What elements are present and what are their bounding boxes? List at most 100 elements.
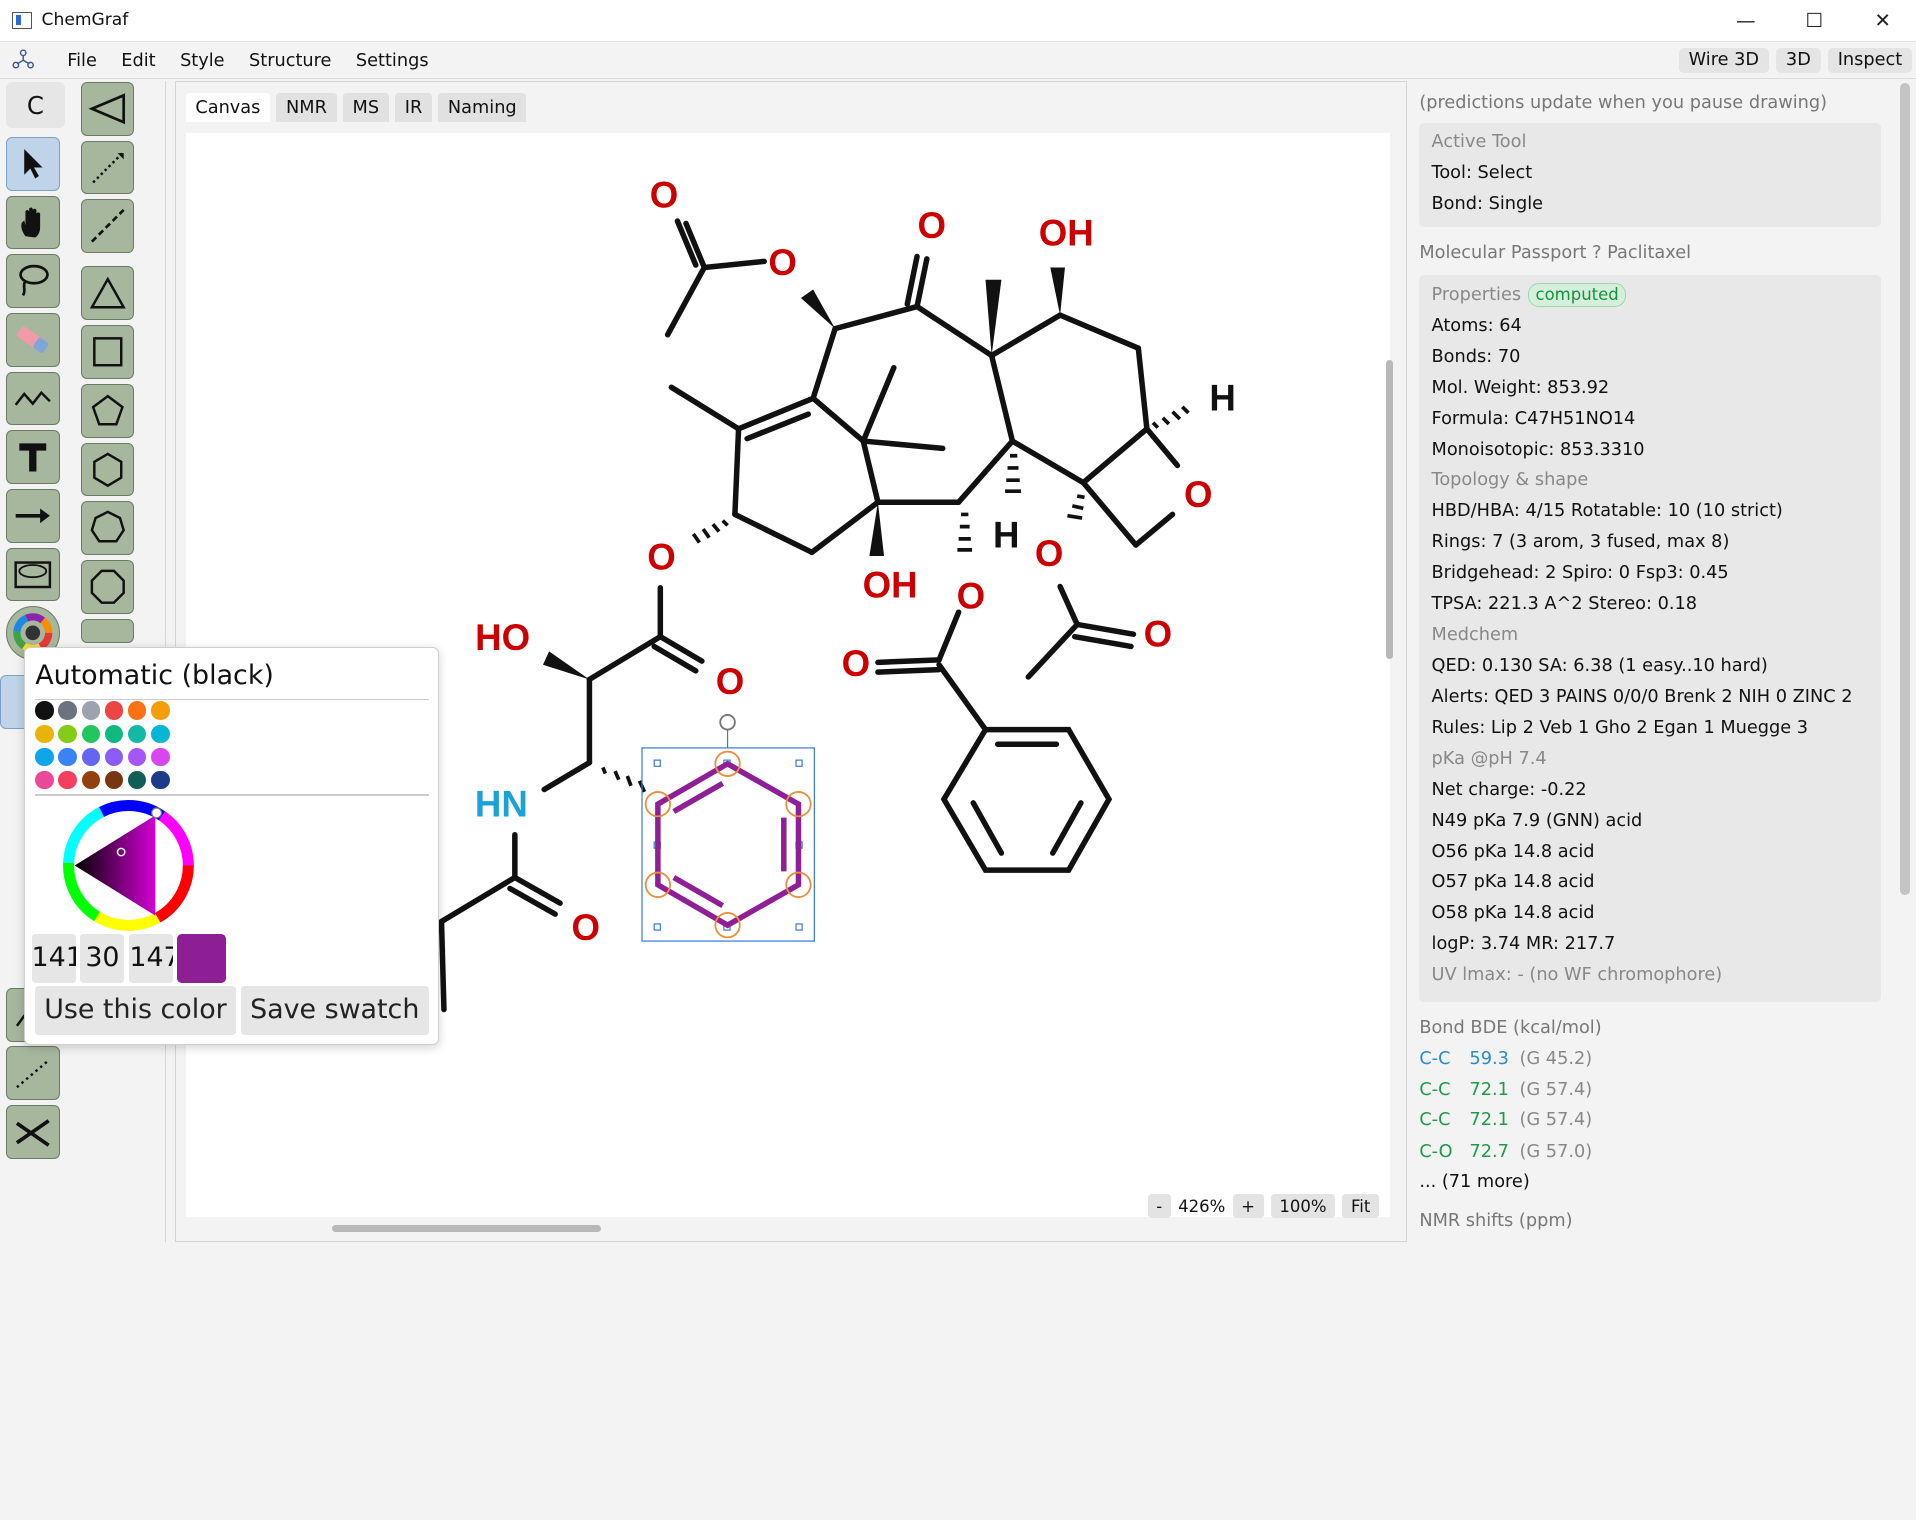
- tab-ms[interactable]: MS: [342, 92, 389, 123]
- use-color-button[interactable]: Use this color: [35, 986, 236, 1036]
- zoom-100-button[interactable]: 100%: [1270, 1194, 1336, 1219]
- color-swatch[interactable]: [128, 724, 147, 744]
- square-ring-button[interactable]: [80, 325, 135, 379]
- color-swatch[interactable]: [151, 701, 170, 720]
- text-tool-button[interactable]: [6, 430, 60, 485]
- color-swatch[interactable]: [81, 724, 100, 744]
- color-swatch[interactable]: [35, 747, 54, 767]
- menu-file[interactable]: File: [67, 50, 97, 71]
- element-selector-button[interactable]: C: [6, 81, 65, 129]
- panel-scrollbar[interactable]: [1899, 83, 1910, 895]
- color-swatch[interactable]: [81, 701, 100, 720]
- shape-tool-button[interactable]: [6, 547, 60, 602]
- color-swatch[interactable]: [35, 701, 54, 720]
- menu-style[interactable]: Style: [180, 50, 225, 71]
- color-swatch[interactable]: [81, 747, 100, 767]
- color-swatch[interactable]: [151, 747, 170, 767]
- menu-edit[interactable]: Edit: [121, 50, 156, 71]
- lasso-tool-button[interactable]: [6, 254, 60, 309]
- menu-structure[interactable]: Structure: [249, 50, 332, 71]
- scissors-tool-button[interactable]: [6, 1105, 60, 1159]
- color-tool-button[interactable]: [6, 606, 60, 661]
- color-swatch[interactable]: [128, 747, 147, 767]
- dotted-line-tool-button[interactable]: [6, 1046, 60, 1101]
- color-swatch[interactable]: [151, 724, 170, 744]
- atom-label-oh2[interactable]: OH: [862, 565, 917, 606]
- minimize-button[interactable]: —: [1735, 9, 1756, 33]
- atom-label-o-oxetane[interactable]: O: [1184, 474, 1213, 515]
- atom-label-o3[interactable]: O: [917, 205, 946, 246]
- save-swatch-button[interactable]: Save swatch: [240, 986, 429, 1036]
- atom-label-o9[interactable]: O: [715, 661, 744, 702]
- zoom-out-button[interactable]: -: [1147, 1194, 1171, 1219]
- close-button[interactable]: ✕: [1874, 9, 1891, 33]
- atom-label-o4[interactable]: O: [647, 536, 676, 577]
- atom-label-h2[interactable]: H: [993, 514, 1019, 555]
- more-rings-button[interactable]: [80, 618, 135, 643]
- color-swatch[interactable]: [35, 724, 54, 744]
- atom-label-o7[interactable]: O: [1143, 613, 1172, 654]
- arrow-tool-button[interactable]: [6, 488, 60, 543]
- triangle-ring-button[interactable]: [80, 266, 135, 321]
- tab-canvas[interactable]: Canvas: [185, 92, 271, 123]
- wedge-bond-button[interactable]: [80, 81, 135, 136]
- dashed-bond-button[interactable]: [80, 199, 135, 254]
- color-swatch[interactable]: [104, 747, 124, 767]
- atom-label-o1[interactable]: O: [649, 175, 678, 216]
- color-swatch[interactable]: [58, 724, 77, 744]
- selected-phenyl-ring[interactable]: [640, 714, 815, 942]
- color-swatch[interactable]: [104, 701, 124, 720]
- color-swatch[interactable]: [58, 701, 77, 720]
- atom-label-o6[interactable]: O: [956, 576, 985, 617]
- atom-label-oh1[interactable]: OH: [1038, 212, 1093, 253]
- bde-more-link[interactable]: ... (71 more): [1419, 1172, 1530, 1193]
- pan-tool-button[interactable]: [6, 195, 60, 250]
- hashed-bond-button[interactable]: [80, 140, 135, 195]
- atom-label-hn[interactable]: HN: [475, 783, 528, 824]
- color-swatch[interactable]: [81, 771, 100, 790]
- canvas-horizontal-scrollbar[interactable]: [332, 1224, 602, 1233]
- 3d-button[interactable]: 3D: [1776, 47, 1821, 73]
- atom-label-ho[interactable]: HO: [475, 617, 530, 658]
- atom-label-o8[interactable]: O: [841, 643, 870, 684]
- select-tool-button[interactable]: [6, 136, 60, 191]
- color-swatch[interactable]: [104, 771, 124, 790]
- color-swatch[interactable]: [58, 771, 77, 790]
- tab-nmr[interactable]: NMR: [276, 92, 337, 123]
- molecule-structure[interactable]: O O O OH H O O OH H O O O O O O HO HN: [186, 133, 1390, 1217]
- chain-tool-button[interactable]: [6, 371, 60, 426]
- color-swatch[interactable]: [151, 771, 170, 790]
- pentagon-ring-button[interactable]: [80, 383, 135, 438]
- red-value-input[interactable]: 141: [31, 933, 76, 983]
- wire-3d-button[interactable]: Wire 3D: [1678, 47, 1769, 73]
- atom-label-o2[interactable]: O: [768, 242, 797, 283]
- canvas-vertical-scrollbar[interactable]: [1386, 360, 1394, 659]
- color-swatch[interactable]: [35, 771, 54, 790]
- menu-settings[interactable]: Settings: [355, 50, 429, 71]
- color-swatch[interactable]: [128, 701, 147, 720]
- blue-value-input[interactable]: 147: [129, 933, 174, 983]
- maximize-button[interactable]: ☐: [1805, 9, 1823, 33]
- octagon-ring-button[interactable]: [80, 559, 135, 614]
- zoom-fit-button[interactable]: Fit: [1342, 1194, 1379, 1219]
- hexagon-ring-button[interactable]: [80, 442, 135, 497]
- eraser-tool-button[interactable]: [6, 312, 60, 367]
- zoom-in-button[interactable]: +: [1232, 1194, 1264, 1219]
- inspect-button[interactable]: Inspect: [1827, 47, 1912, 73]
- heptagon-ring-button[interactable]: [80, 501, 135, 555]
- green-value-input[interactable]: 30: [80, 933, 125, 983]
- tab-naming[interactable]: Naming: [438, 92, 527, 123]
- atom-label-h1[interactable]: H: [1209, 378, 1235, 419]
- color-swatch[interactable]: [128, 771, 147, 790]
- hue-triangle-picker[interactable]: [60, 797, 197, 934]
- color-swatch[interactable]: [104, 724, 124, 744]
- atom-label-o10[interactable]: O: [571, 907, 600, 948]
- atom-label-o5[interactable]: O: [1034, 533, 1063, 574]
- tab-ir[interactable]: IR: [394, 92, 433, 123]
- color-swatch[interactable]: [58, 747, 77, 767]
- canvas-panel: Canvas NMR MS IR Naming: [174, 80, 1408, 1243]
